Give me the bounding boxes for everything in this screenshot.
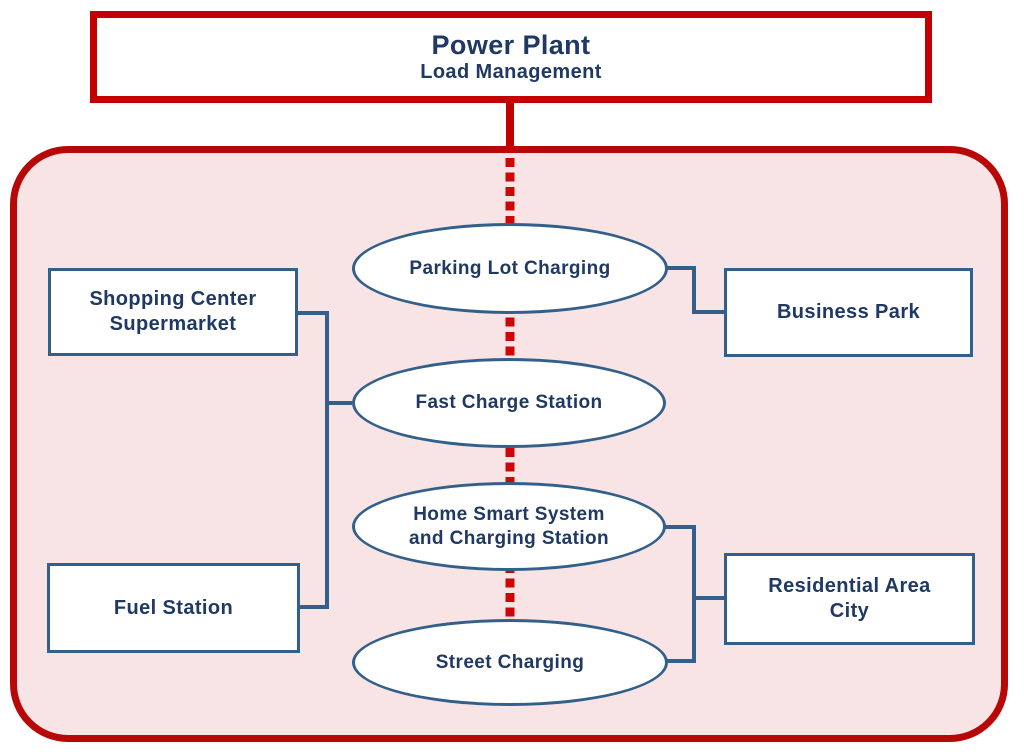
power-plant-title: Power Plant	[431, 29, 591, 60]
residential-area-label-line1: Residential Area	[768, 575, 931, 597]
node-fuel-station: Fuel Station	[47, 563, 300, 653]
shopping-center-label-line2: Supermarket	[109, 313, 237, 335]
home-smart-system-label-line1: Home Smart System	[413, 504, 605, 526]
node-business-park: Business Park	[724, 268, 973, 357]
node-shopping-center: Shopping Center Supermarket	[48, 268, 298, 356]
fuel-station-label: Fuel Station	[113, 596, 234, 619]
node-fast-charge-station: Fast Charge Station	[352, 358, 666, 448]
node-residential-area: Residential Area City	[724, 553, 975, 645]
node-parking-lot-charging: Parking Lot Charging	[352, 223, 668, 314]
power-plant-subtitle: Load Management	[420, 61, 602, 84]
node-home-smart-system: Home Smart System and Charging Station	[352, 482, 666, 571]
shopping-center-label-line1: Shopping Center	[89, 288, 257, 310]
node-power-plant: Power Plant Load Management	[90, 11, 932, 103]
parking-lot-charging-label: Parking Lot Charging	[409, 257, 611, 279]
street-charging-label: Street Charging	[435, 651, 585, 673]
node-street-charging: Street Charging	[352, 619, 668, 706]
home-smart-system-label-line2: and Charging Station	[408, 527, 610, 549]
residential-area-label-line2: City	[829, 600, 870, 622]
fast-charge-station-label: Fast Charge Station	[415, 392, 603, 414]
business-park-label: Business Park	[776, 301, 921, 323]
